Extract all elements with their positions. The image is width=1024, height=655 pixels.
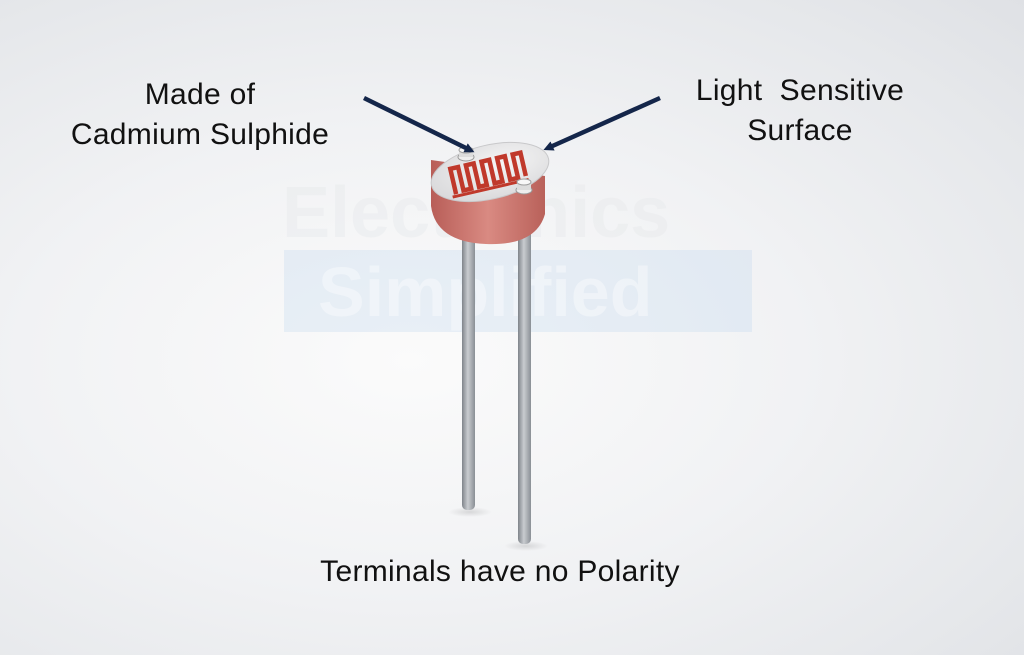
cds-track [447, 149, 529, 195]
pin-top-right-cap [516, 178, 532, 186]
label-surface: Light Sensitive Surface [660, 71, 940, 151]
lead-right [518, 222, 531, 544]
arrow-to-cds [363, 95, 475, 153]
label-surface-line-2: Surface [747, 114, 853, 147]
label-surface-line-1: Light Sensitive [695, 74, 905, 107]
label-material-line-1: Made of [144, 78, 256, 111]
cds-track-rail [452, 178, 530, 199]
label-material: Made of Cadmium Sulphide [40, 75, 360, 155]
label-terminals: Terminals have no Polarity [320, 555, 680, 588]
lead-left [462, 218, 475, 510]
arrow-to-surface [543, 95, 661, 151]
lead-shadow-left [448, 507, 492, 517]
label-material-line-2: Cadmium Sulphide [70, 118, 330, 151]
pin-top-right-body [517, 182, 531, 190]
lead-shadow-right [504, 541, 548, 551]
